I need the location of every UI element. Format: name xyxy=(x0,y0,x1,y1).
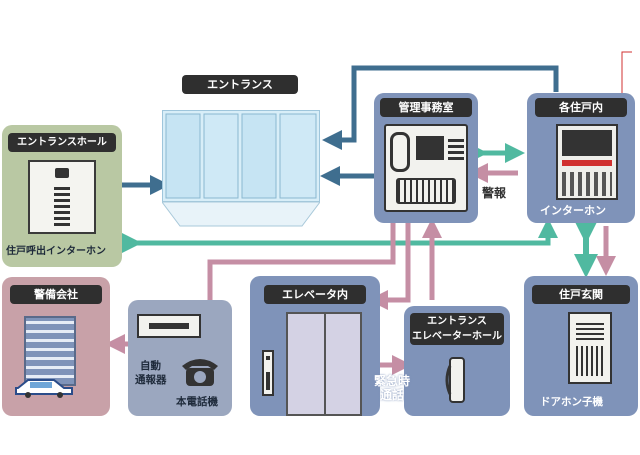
security-title: 警備会社 xyxy=(10,285,102,304)
door-title: 住戸玄関 xyxy=(532,285,630,304)
alarm-label: 警報 xyxy=(482,186,507,200)
entrance-hall-caption: 住戸呼出インターホン xyxy=(6,246,106,257)
phone-label: 本電話機 xyxy=(176,396,218,408)
hall-handset-icon xyxy=(444,356,466,404)
monitor-icon xyxy=(562,130,612,156)
elevator-doors xyxy=(286,312,362,416)
auto-dialer-label-2: 通報器 xyxy=(135,374,167,386)
controls-icon xyxy=(562,172,612,196)
auto-dialer-device xyxy=(137,314,201,338)
lobby-intercom-panel xyxy=(28,160,96,234)
entrance-hall-title: エントランスホール xyxy=(8,133,116,152)
arrow-hall-unit-green xyxy=(122,218,558,253)
auto-dialer-label-1: 自動 xyxy=(140,360,161,372)
emergency-label-line2: 通話 xyxy=(380,388,405,402)
elevator-hall-title-line2: エレベーターホール xyxy=(412,331,502,342)
red-indicator-icon xyxy=(562,160,612,166)
unit-caption: インターホン xyxy=(540,204,606,217)
arrow-office-elevator xyxy=(368,222,411,310)
unit-title: 各住戸内 xyxy=(535,98,627,117)
elevator-title: エレベータ内 xyxy=(264,285,366,304)
office-title: 管理事務室 xyxy=(380,98,472,117)
camera-icon xyxy=(55,168,69,178)
entrance-title: エントランス xyxy=(182,75,298,94)
door-camera-icon xyxy=(576,320,604,340)
emergency-label: 緊急時 通話 xyxy=(374,374,410,402)
entrance-doors xyxy=(162,110,320,228)
screen-icon xyxy=(416,136,444,160)
unit-intercom-device xyxy=(556,124,618,200)
car-icon xyxy=(14,376,74,398)
keypad-icon xyxy=(54,186,70,226)
handset-icon xyxy=(390,132,410,172)
buttons-icon xyxy=(448,136,464,160)
speaker-icon xyxy=(396,178,456,204)
arrow-unit-to-entrance-top xyxy=(322,65,559,150)
office-console xyxy=(384,124,468,212)
door-speaker-icon xyxy=(576,346,604,376)
elevator-hall-title-line1: エントランス xyxy=(427,316,487,327)
elevator-hall-title: エントランス エレベーターホール xyxy=(410,313,504,345)
door-caption: ドアホン子機 xyxy=(540,396,603,408)
telephone-icon xyxy=(178,352,222,388)
door-station-device xyxy=(568,312,612,384)
emergency-label-line1: 緊急時 xyxy=(374,374,411,388)
elevator-intercom-icon xyxy=(262,350,274,396)
